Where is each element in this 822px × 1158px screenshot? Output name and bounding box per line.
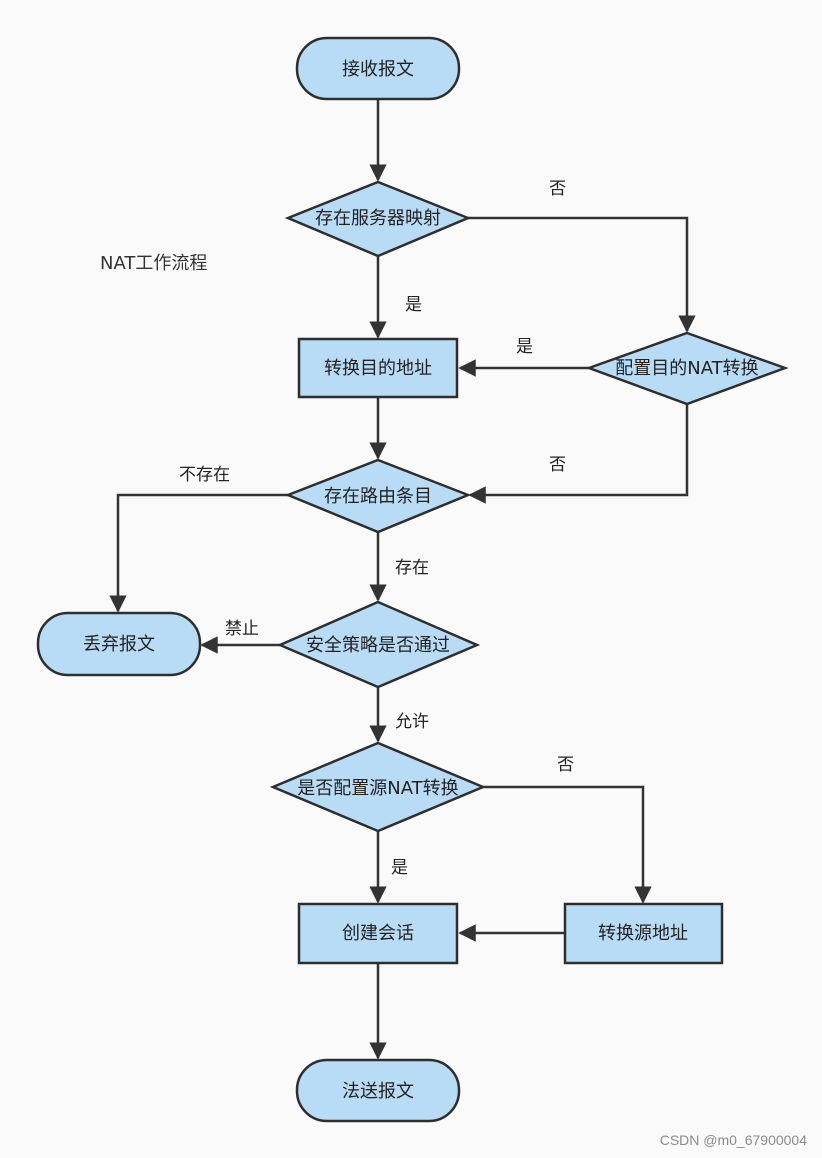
terminal-shape [295, 1058, 461, 1123]
label-src-nat-no: 否 [557, 755, 574, 775]
node-route: 存在路由条目 [284, 458, 472, 534]
watermark: CSDN @m0_67900004 [660, 1132, 808, 1148]
node-receive: 接收报文 [295, 36, 461, 101]
label-src-nat-yes: 是 [391, 858, 408, 878]
decision-shape [284, 458, 472, 534]
node-security: 安全策略是否通过 [276, 600, 481, 689]
node-label: 安全策略是否通过 [306, 635, 450, 656]
edge-server-map-no [468, 216, 696, 333]
label-route-exists: 存在 [395, 558, 429, 578]
node-translate-dst: 转换目的地址 [297, 337, 459, 399]
label-security-deny: 禁止 [225, 619, 259, 639]
edge-route-missing [109, 493, 288, 613]
label-security-allow: 允许 [395, 712, 429, 732]
label-route-missing: 不存在 [179, 465, 230, 485]
node-dst-nat: 配置目的NAT转换 [585, 331, 789, 406]
edges [109, 99, 696, 1060]
node-send: 法送报文 [295, 1058, 461, 1123]
terminal-shape [295, 36, 461, 101]
node-label: 配置目的NAT转换 [615, 358, 758, 379]
node-label: 是否配置源NAT转换 [297, 778, 458, 799]
node-server-map: 存在服务器映射 [284, 180, 472, 258]
process-shape [297, 337, 459, 399]
node-label: 转换目的地址 [324, 358, 432, 379]
node-label: 创建会话 [342, 923, 414, 944]
node-label: 丢弃报文 [83, 634, 155, 655]
node-create-session: 创建会话 [297, 902, 459, 965]
label-dst-nat-yes: 是 [516, 337, 533, 357]
node-discard: 丢弃报文 [36, 611, 202, 677]
label-server-map-yes: 是 [405, 295, 422, 315]
decision-shape [585, 331, 789, 406]
node-label: 存在路由条目 [324, 486, 432, 507]
edge-labels: 否 是 是 否 不存在 存在 禁止 允许 否 是 [179, 179, 574, 878]
label-dst-nat-no: 否 [549, 455, 566, 475]
diagram-note: NAT工作流程 [100, 253, 207, 274]
process-shape [297, 902, 459, 965]
node-translate-src: 转换源地址 [563, 902, 724, 965]
node-label: 存在服务器映射 [315, 208, 441, 229]
terminal-shape [36, 611, 202, 677]
process-shape [563, 902, 724, 965]
edge-dst-nat-no [468, 404, 689, 504]
decision-shape [269, 741, 487, 833]
node-label: 法送报文 [342, 1081, 414, 1102]
edge-src-nat-no [483, 785, 652, 904]
node-src-nat: 是否配置源NAT转换 [269, 741, 487, 833]
node-label: 接收报文 [342, 59, 414, 80]
decision-shape [276, 600, 481, 689]
label-server-map-no: 否 [549, 179, 566, 199]
decision-shape [284, 180, 472, 258]
node-label: 转换源地址 [598, 923, 688, 944]
